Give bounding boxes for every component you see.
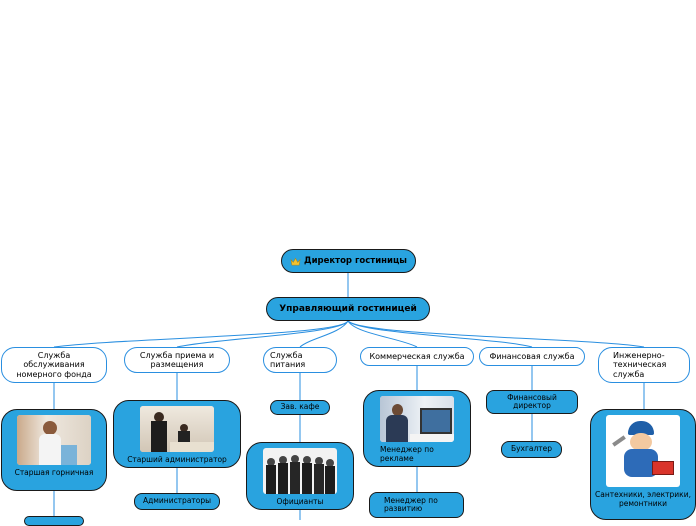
- maid-card[interactable]: Старшая горничная: [1, 409, 107, 491]
- accountant-label: Бухгалтер: [510, 444, 553, 454]
- dept-commercial-label: Коммерческая служба: [369, 351, 465, 361]
- technicians-label: Сантехники, электрики, ремонтники: [595, 490, 691, 508]
- housekeeping-subnode[interactable]: [24, 516, 84, 526]
- dev-manager-label: Менеджер по развитию: [384, 495, 438, 513]
- dept-commercial[interactable]: Коммерческая служба: [360, 347, 474, 366]
- senior-admin-photo: [140, 406, 214, 452]
- crown-icon: [290, 257, 301, 265]
- admins-node[interactable]: Администраторы: [134, 493, 220, 510]
- ad-manager-label: Менеджер по рекламе: [380, 445, 434, 463]
- maid-photo: [17, 415, 91, 465]
- technicians-photo: [606, 415, 680, 487]
- maid-label: Старшая горничная: [14, 468, 94, 477]
- waiters-photo: [263, 448, 337, 494]
- fin-director-node[interactable]: Финансовый директор: [486, 390, 578, 414]
- director-node[interactable]: Директор гостиницы: [281, 249, 416, 273]
- technicians-card[interactable]: Сантехники, электрики, ремонтники: [590, 409, 696, 520]
- dept-finance-label: Финансовая служба: [489, 351, 575, 361]
- dept-engineering-label: Инженерно-техническая служба: [613, 350, 667, 379]
- manager-label: Управляющий гостиницей: [279, 304, 417, 314]
- cafe-head-node[interactable]: Зав. кафе: [270, 400, 330, 415]
- waiters-label: Официанты: [276, 497, 324, 506]
- dept-housekeeping-label: Служба обслуживания номерного фонда: [16, 350, 92, 379]
- manager-node[interactable]: Управляющий гостиницей: [266, 297, 430, 321]
- waiters-card[interactable]: Официанты: [246, 442, 354, 510]
- dev-manager-node[interactable]: Менеджер по развитию: [369, 492, 464, 518]
- dept-reception[interactable]: Служба приема и размещения: [124, 347, 230, 373]
- dept-food[interactable]: Служба питания: [263, 347, 337, 373]
- dept-reception-label: Служба приема и размещения: [139, 350, 215, 370]
- senior-admin-label: Старший администратор: [127, 455, 227, 464]
- dept-food-label: Служба питания: [270, 350, 306, 370]
- dept-finance[interactable]: Финансовая служба: [479, 347, 585, 366]
- ad-manager-card[interactable]: Менеджер по рекламе: [363, 390, 471, 467]
- dept-engineering[interactable]: Инженерно-техническая служба: [598, 347, 690, 383]
- accountant-node[interactable]: Бухгалтер: [501, 441, 562, 458]
- senior-admin-card[interactable]: Старший администратор: [113, 400, 241, 468]
- director-label: Директор гостиницы: [304, 256, 407, 266]
- admins-label: Администраторы: [142, 496, 212, 506]
- dept-housekeeping[interactable]: Служба обслуживания номерного фонда: [1, 347, 107, 383]
- ad-manager-photo: [380, 396, 454, 442]
- cafe-head-label: Зав. кафе: [280, 402, 320, 412]
- fin-director-label: Финансовый директор: [507, 392, 557, 410]
